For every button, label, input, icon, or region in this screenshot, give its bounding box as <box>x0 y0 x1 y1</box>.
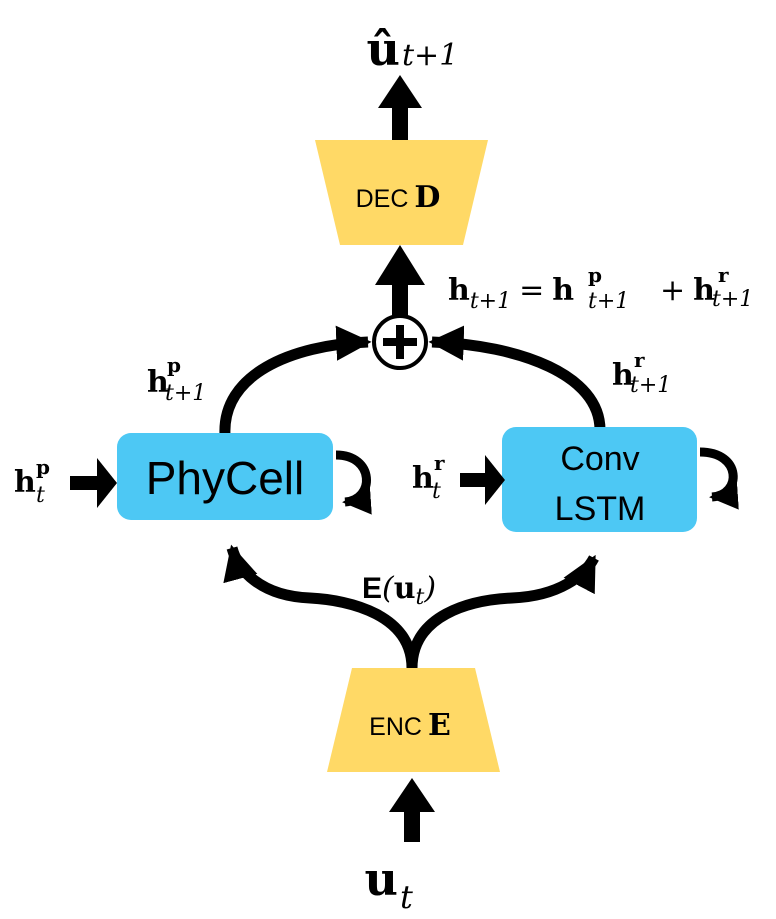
input-label-sub: t <box>400 878 413 916</box>
svg-text:Conv: Conv <box>560 440 639 478</box>
svg-text:t+1: t+1 <box>588 289 629 314</box>
output-label-sub: t+1 <box>402 38 458 73</box>
convlstm-block: Conv LSTM <box>502 427 697 532</box>
convlstm-input-label: h r t <box>412 451 445 504</box>
svg-text:h: h <box>147 365 169 400</box>
equation: ht+1=h p t+1 +h r t+1 <box>448 263 753 314</box>
svg-text:t+1: t+1 <box>630 373 671 398</box>
svg-text:ht+1=h: ht+1=h <box>448 273 574 314</box>
phycell-input-arrow <box>70 458 117 508</box>
phycell-output-label: h p t+1 <box>147 353 206 406</box>
svg-text:t+1: t+1 <box>712 287 753 312</box>
convlstm-self-loop-icon <box>699 447 739 510</box>
phycell-self-loop-icon <box>335 450 372 515</box>
svg-text:r: r <box>718 263 729 287</box>
input-label: u <box>365 852 398 906</box>
svg-text:t+1: t+1 <box>165 381 206 406</box>
phycell-to-sum-arrow <box>219 325 372 436</box>
convlstm-input-arrow <box>460 455 505 505</box>
output-arrow <box>378 75 422 143</box>
svg-text:p: p <box>36 455 50 479</box>
svg-text:h: h <box>14 465 36 500</box>
input-arrow <box>389 778 435 842</box>
svg-text:r: r <box>634 348 645 372</box>
encoded-label: E(ut) <box>362 571 436 610</box>
sum-node <box>372 314 428 370</box>
phycell-block: PhyCell <box>117 433 333 520</box>
convlstm-to-sum-arrow <box>428 325 606 431</box>
svg-text:t: t <box>432 479 441 504</box>
svg-text:PhyCell: PhyCell <box>146 452 305 504</box>
svg-text:+h: +h <box>660 273 715 308</box>
svg-text:p: p <box>167 353 181 377</box>
sum-to-decoder-arrow <box>375 245 425 318</box>
svg-text:h: h <box>412 461 434 496</box>
convlstm-output-label: h r t+1 <box>612 348 671 398</box>
svg-text:h: h <box>612 358 634 393</box>
svg-text:p: p <box>588 263 602 287</box>
svg-text:LSTM: LSTM <box>555 490 646 528</box>
output-label: û <box>367 22 400 76</box>
svg-text:t: t <box>36 483 45 508</box>
encoder-to-phycell-arrow <box>223 544 418 669</box>
svg-text:r: r <box>434 451 445 475</box>
encoder-to-convlstm-arrow <box>406 554 599 669</box>
svg-text:E(ut): E(ut) <box>362 571 436 610</box>
phycell-input-label: h p t <box>14 455 50 508</box>
